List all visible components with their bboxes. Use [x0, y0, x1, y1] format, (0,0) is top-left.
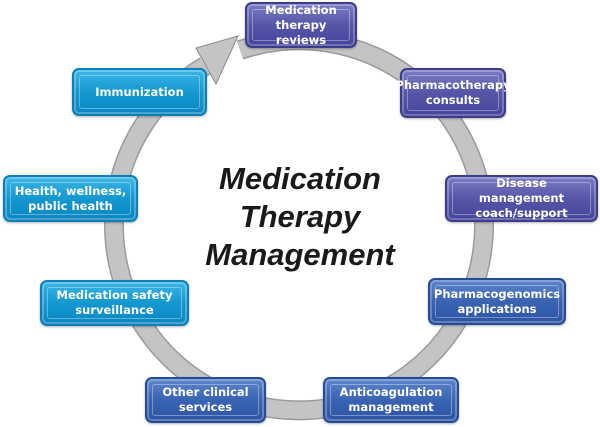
title-line: Medication [219, 161, 381, 196]
box-disease-management: Disease management coach/support [445, 175, 598, 222]
arrowhead-icon [195, 35, 239, 86]
box-label: Medication safety surveillance [56, 288, 173, 317]
box-medication-safety: Medication safety surveillance [40, 280, 189, 326]
box-label: Anticoagulation management [339, 385, 443, 414]
box-label: Pharmacotherapy consults [395, 78, 511, 107]
box-health-wellness: Health, wellness, public health [3, 175, 138, 222]
box-label: Immunization [95, 84, 184, 99]
title-line: Management [205, 237, 395, 272]
box-label: Health, wellness, public health [14, 183, 127, 213]
title-line: Therapy [239, 199, 361, 234]
box-other-clinical-services: Other clinical services [145, 377, 266, 423]
box-anticoagulation: Anticoagulation management [323, 377, 459, 423]
box-pharmacotherapy-consults: Pharmacotherapy consults [395, 68, 511, 118]
diagram-title: Medication Therapy Management [170, 160, 430, 274]
box-medication-therapy-reviews: Medication therapy reviews [245, 2, 357, 48]
box-pharmacogenomics: Pharmacogenomics applications [428, 278, 566, 325]
box-immunization: Immunization [72, 68, 207, 116]
box-label: Medication therapy reviews [265, 2, 337, 47]
box-label: Other clinical services [162, 385, 249, 414]
box-label: Disease management coach/support [475, 176, 568, 220]
box-label: Pharmacogenomics applications [433, 286, 561, 316]
